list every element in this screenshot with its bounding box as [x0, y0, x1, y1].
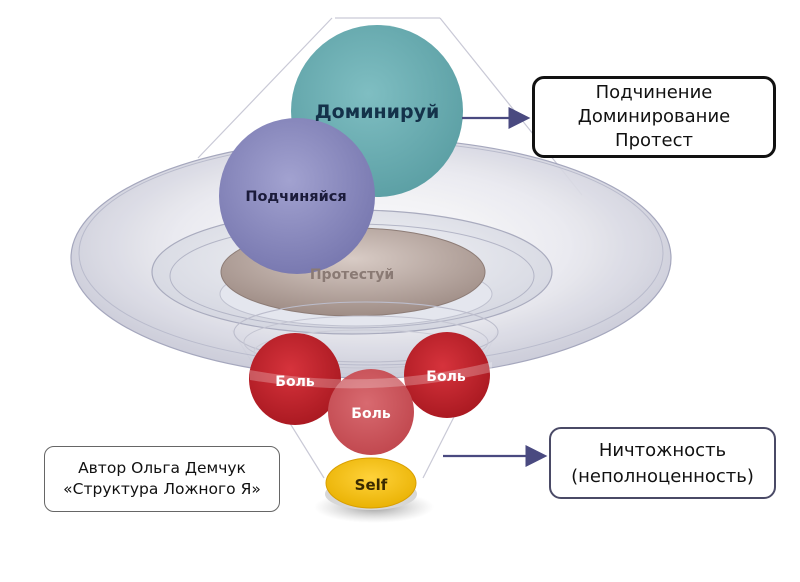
neck-ring-2	[243, 315, 489, 369]
protest-label: Протестуй	[310, 267, 394, 283]
outcome-box-top: Подчинение Доминирование Протест	[532, 76, 776, 158]
outcome-box-bottom: Ничтожность (неполноценность)	[549, 427, 776, 499]
self-label: Self	[355, 476, 388, 494]
pain-label-center: Боль	[351, 406, 391, 422]
submit-label: Подчиняйся	[245, 189, 346, 205]
outcome-line-domination: Доминирование	[577, 106, 731, 127]
self-circle	[325, 457, 417, 509]
author-caption: Автор Ольга Демчук «Структура Ложного Я»	[44, 446, 280, 512]
outcome-line-submission: Подчинение	[595, 82, 713, 103]
pain-label-left: Боль	[275, 374, 315, 390]
author-name: Автор Ольга Демчук	[78, 459, 246, 477]
neck-ring-1	[233, 301, 499, 363]
dish-edge-overlay	[250, 362, 492, 389]
submit-circle	[219, 118, 375, 274]
pain-circle-center	[328, 369, 414, 455]
outcome-line-inferiority: (неполноценность)	[571, 466, 754, 487]
outcome-line-nothingness: Ничтожность	[598, 440, 727, 461]
outcome-line-protest: Протест	[615, 130, 693, 151]
work-title: «Структура Ложного Я»	[63, 480, 261, 498]
dominate-label: Доминируй	[315, 101, 440, 123]
pain-circle-left	[249, 333, 341, 425]
pain-label-right: Боль	[426, 369, 466, 385]
pain-circle-right	[404, 332, 490, 418]
